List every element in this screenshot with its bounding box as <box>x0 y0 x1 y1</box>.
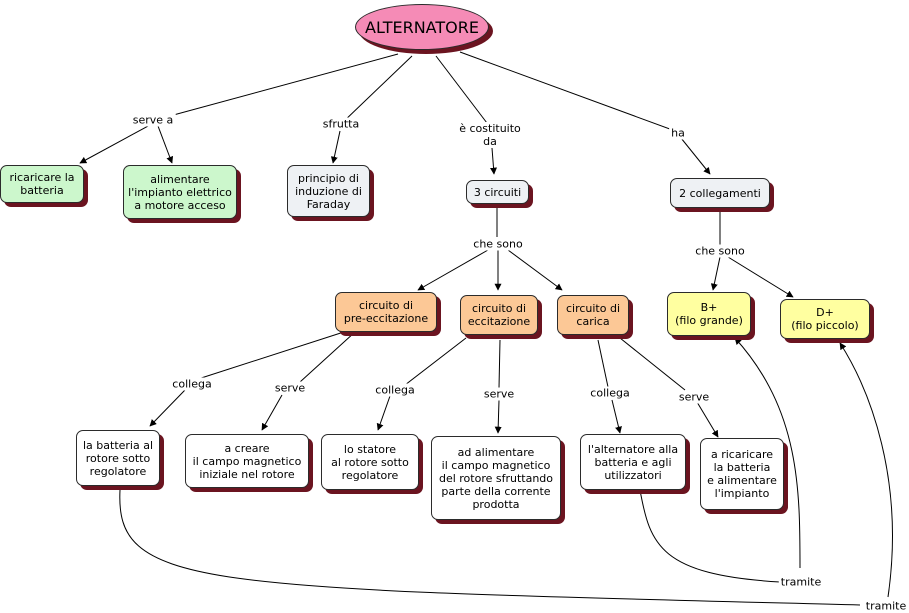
link-label-serve-ecc: serve <box>481 387 517 401</box>
node-creare-campo[interactable]: a creare il campo magnetico iniziale nel… <box>185 434 309 488</box>
link-label-collega-carica: collega <box>588 386 632 400</box>
node-d-plus[interactable]: D+ (filo piccolo) <box>780 299 870 339</box>
node-b-plus[interactable]: B+ (filo grande) <box>667 292 751 336</box>
link-label-tramite-d: tramite <box>863 599 909 613</box>
link-label-ha: ha <box>669 126 687 140</box>
node-principio-faraday[interactable]: principio di induzione di Faraday <box>287 165 370 217</box>
node-circuito-eccitazione[interactable]: circuito di eccitazione <box>460 295 538 335</box>
node-batteria-rotore[interactable]: la batteria al rotore sotto regolatore <box>76 430 160 486</box>
node-alimentare-campo[interactable]: ad alimentare il campo magnetico del rot… <box>431 436 561 520</box>
node-2-collegamenti[interactable]: 2 collegamenti <box>670 178 770 208</box>
link-label-serve-pre: serve <box>272 381 308 395</box>
node-3-circuiti[interactable]: 3 circuiti <box>466 180 529 204</box>
link-label-tramite-b: tramite <box>778 575 824 589</box>
node-circuito-carica[interactable]: circuito di carica <box>557 295 629 335</box>
link-label-costituito: è costituito da <box>457 122 523 148</box>
link-label-collega-ecc: collega <box>373 383 417 397</box>
link-label-collega-pre: collega <box>170 377 214 391</box>
root-node-alternatore[interactable]: ALTERNATORE <box>355 4 489 50</box>
link-label-serve-a: serve a <box>130 113 176 127</box>
node-statore-rotore[interactable]: lo statore al rotore sotto regolatore <box>321 434 419 490</box>
link-label-sfrutta: sfrutta <box>320 117 362 131</box>
node-ricaricare-batteria[interactable]: ricaricare la batteria <box>0 165 84 203</box>
node-alimentare-impianto[interactable]: alimentare l'impianto elettrico a motore… <box>123 165 237 219</box>
link-label-che-sono-collegamenti: che sono <box>693 244 747 258</box>
link-label-serve-carica: serve <box>676 390 712 404</box>
node-alternatore-batteria[interactable]: l'alternatore alla batteria e agli utili… <box>580 434 686 490</box>
node-circuito-pre-eccitazione[interactable]: circuito di pre-eccitazione <box>335 292 437 332</box>
node-ricaricare-impianto[interactable]: a ricaricare la batteria e alimentare l'… <box>700 438 784 510</box>
link-label-che-sono-circuiti: che sono <box>471 237 525 251</box>
